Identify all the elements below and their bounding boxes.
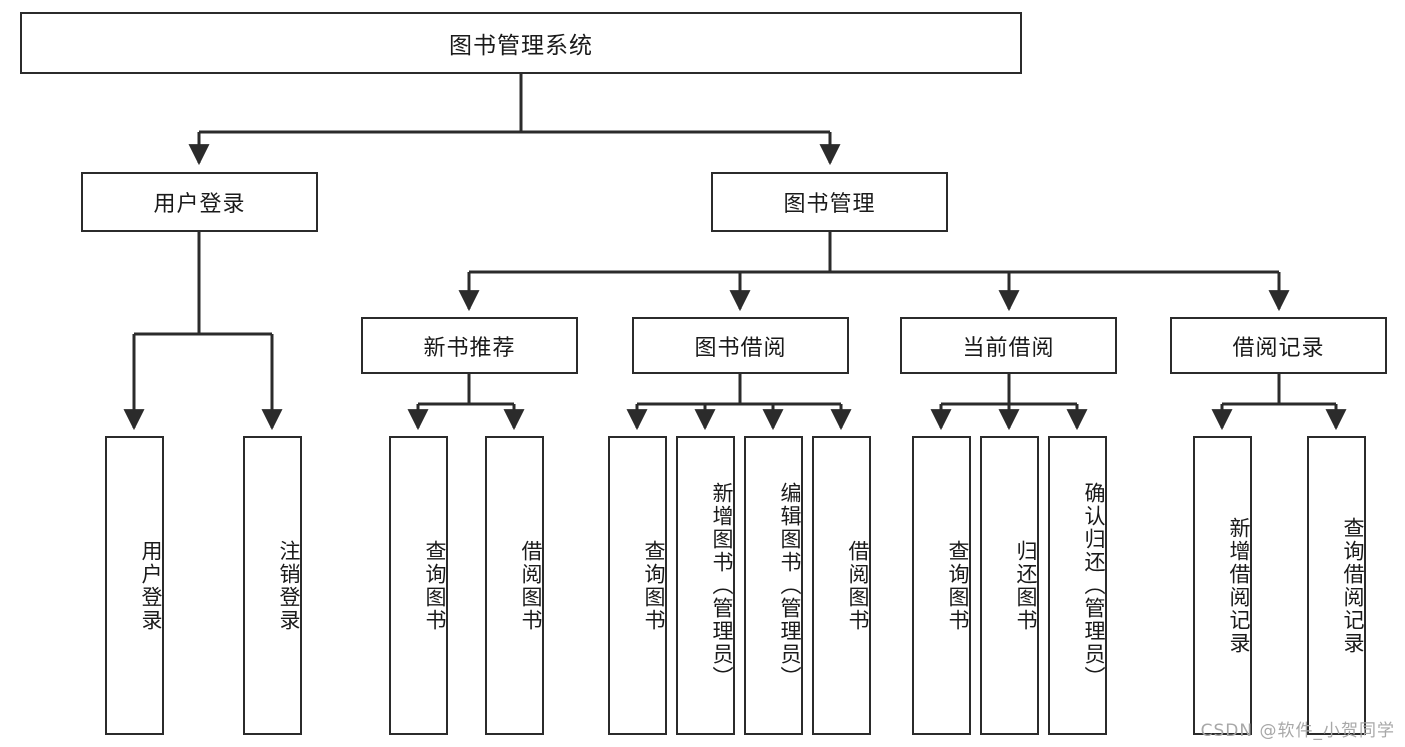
node-user-login[interactable]: 用户登录 [81,172,318,232]
node-label: 图书管理系统 [449,33,593,59]
leaf-recommend-query-book[interactable]: 查询图书 [389,436,448,735]
node-label: 图书借阅 [694,335,787,361]
node-label: 查询图书 [423,539,447,632]
node-label: 借阅图书 [519,539,543,632]
node-label: 借阅图书 [846,539,870,632]
leaf-current-return-book[interactable]: 归还图书 [980,436,1039,735]
node-label: 借阅记录 [1232,335,1325,361]
leaf-user-login-signout[interactable]: 注销登录 [243,436,302,735]
node-label: 注销登录 [277,539,301,632]
node-label: 查询图书 [946,539,970,632]
node-label: 图书管理 [783,192,876,217]
leaf-record-query-record[interactable]: 查询借阅记录 [1307,436,1366,735]
node-new-book-recommend[interactable]: 新书推荐 [361,317,578,374]
node-book-management[interactable]: 图书管理 [711,172,948,232]
leaf-borrow-borrow-book[interactable]: 借阅图书 [812,436,871,735]
node-label: 新增图书（管理员） [710,482,734,689]
node-label: 编辑图书（管理员） [778,482,802,689]
node-book-borrow[interactable]: 图书借阅 [632,317,849,374]
leaf-record-add-record[interactable]: 新增借阅记录 [1193,436,1252,735]
leaf-borrow-add-book[interactable]: 新增图书（管理员） [676,436,735,735]
leaf-recommend-borrow-book[interactable]: 借阅图书 [485,436,544,735]
node-label: 用户登录 [139,539,163,632]
node-label: 查询图书 [642,539,666,632]
node-borrow-record[interactable]: 借阅记录 [1170,317,1387,374]
leaf-current-confirm-return[interactable]: 确认归还（管理员） [1048,436,1107,735]
node-label: 查询借阅记录 [1341,516,1365,655]
node-current-borrow[interactable]: 当前借阅 [900,317,1117,374]
node-label: 新书推荐 [423,335,516,361]
leaf-borrow-edit-book[interactable]: 编辑图书（管理员） [744,436,803,735]
node-label: 归还图书 [1014,539,1038,632]
leaf-current-query-book[interactable]: 查询图书 [912,436,971,735]
leaf-user-login-signin[interactable]: 用户登录 [105,436,164,735]
node-root-system[interactable]: 图书管理系统 [20,12,1022,74]
node-label: 用户登录 [153,192,246,217]
node-label: 新增借阅记录 [1227,516,1251,655]
leaf-borrow-query-book[interactable]: 查询图书 [608,436,667,735]
node-label: 确认归还（管理员） [1082,482,1106,689]
node-label: 当前借阅 [962,335,1055,361]
